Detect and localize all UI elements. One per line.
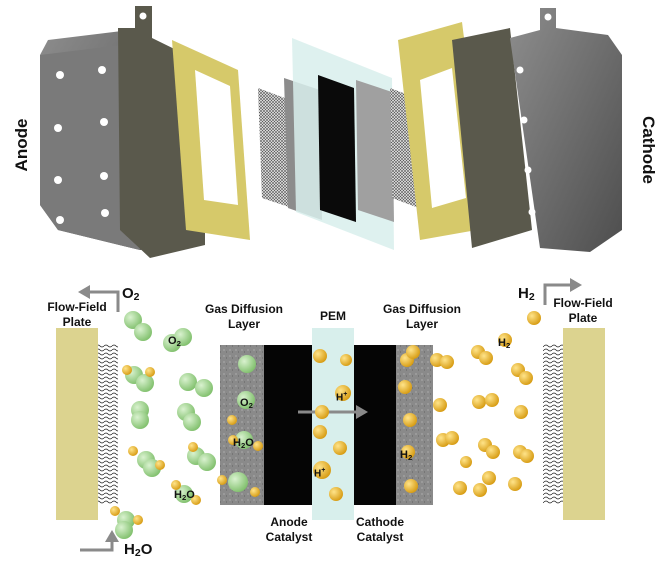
exploded-view: [40, 6, 622, 258]
cathode-catalyst-label: Cathode Catalyst: [356, 515, 404, 544]
bolt-holes-right: [516, 66, 536, 216]
anode-mesh: [258, 88, 292, 208]
anode-label: Anode: [12, 118, 31, 172]
proton-label-1: H+: [336, 391, 348, 404]
pem-label: PEM: [319, 309, 346, 323]
cathode-catalyst-layer: [354, 345, 396, 505]
bolt-holes-left: [54, 66, 109, 224]
gas-diffusion-layer-right-label: Gas Diffusion Layer: [382, 302, 461, 331]
hydrogen-molecules: [398, 311, 541, 497]
protons: [313, 349, 352, 501]
h2-molecule-label: H2: [498, 337, 511, 350]
oxygen-molecules: [115, 311, 256, 539]
cathode-label: Cathode: [639, 116, 658, 184]
h2o-molecule-label-gdl: H2O: [233, 437, 254, 450]
cathode-end-plate: [510, 8, 622, 252]
o2-molecule-label: O2: [168, 335, 181, 348]
proton-label-2: H+: [314, 467, 326, 480]
cathode-flow-plate: [452, 28, 532, 248]
gas-diffusion-layer-left-label: Gas Diffusion Layer: [204, 302, 283, 331]
cathode-gdl: [356, 80, 394, 222]
h2-inlet-arrow: [543, 283, 572, 305]
flow-channel-left: [98, 344, 118, 504]
anode-catalyst-label: Anode Catalyst: [265, 515, 313, 544]
flow-field-plate-right: [563, 328, 605, 520]
o2-molecule-label-gdl: O2: [240, 397, 253, 410]
flow-field-plate-left: [56, 328, 98, 520]
cross-section: [56, 278, 605, 552]
h2o-inlet-label: H2O: [124, 541, 153, 559]
flow-channel-right: [543, 344, 563, 504]
h2-inlet-label: H2: [518, 285, 535, 303]
h2o-inlet-arrow: [80, 540, 114, 552]
water-hydrogen-atoms: [110, 365, 263, 525]
flow-field-plate-right-label: Flow-Field Plate: [553, 296, 613, 325]
o2-outlet-arrow: [88, 290, 120, 312]
anode-catalyst-layer: [264, 345, 312, 505]
flow-field-plate-left-label: Flow-Field Plate: [47, 300, 107, 329]
h2o-molecule-label: H2O: [174, 489, 195, 502]
o2-outlet-label: O2: [122, 285, 140, 303]
h2-molecule-label-gdl: H2: [400, 449, 413, 462]
